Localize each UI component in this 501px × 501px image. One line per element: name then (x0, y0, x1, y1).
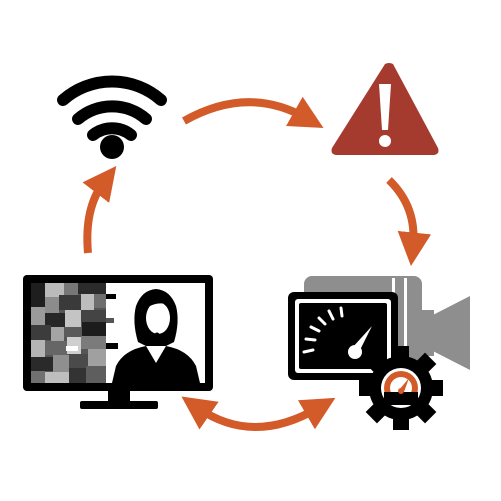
pixelated-video-area (31, 283, 118, 383)
arrow-warning-to-camera (386, 177, 432, 267)
person-headset-avatar (112, 289, 200, 383)
gear-icon (359, 346, 443, 430)
warning-triangle-icon (331, 63, 439, 155)
arrow-monitor-to-wifi (82, 166, 117, 254)
wifi-signal-icon (57, 75, 167, 159)
monitor-pixelated-video-call-icon (23, 275, 213, 409)
arrow-camera-monitor-double (181, 396, 336, 431)
speedometer-icon (288, 292, 398, 380)
arrow-wifi-to-warning (182, 96, 324, 128)
video-camera-speedometer-gear-icon (288, 276, 470, 430)
